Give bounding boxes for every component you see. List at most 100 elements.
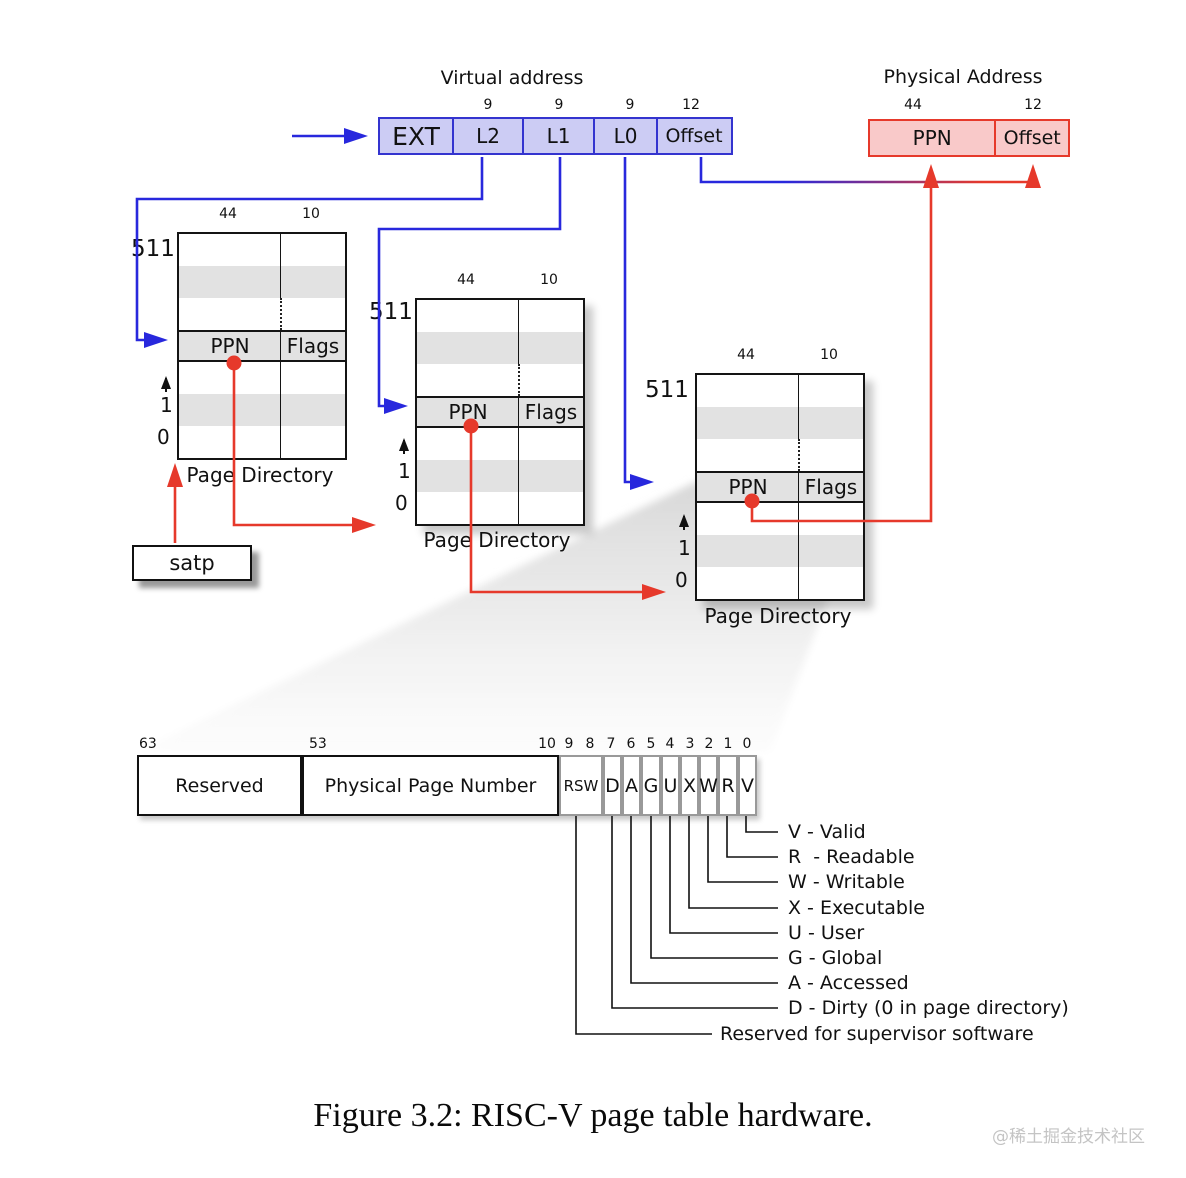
table-row xyxy=(417,428,583,460)
table-row xyxy=(697,567,863,599)
va-segment-l2: L2 xyxy=(452,119,522,153)
bitpos-6: 6 xyxy=(626,736,636,752)
va-segment-l1: L1 xyxy=(522,119,593,153)
table-row xyxy=(697,407,863,439)
legend-global: G - Global xyxy=(788,947,883,969)
table-row xyxy=(697,503,863,535)
table-row xyxy=(417,332,583,364)
bitpos-2: 2 xyxy=(704,736,714,752)
bitpos-53: 53 xyxy=(309,736,327,752)
table1-col2-bits: 10 xyxy=(302,206,320,222)
table1-col1-bits: 44 xyxy=(219,206,237,222)
legend-line-v xyxy=(745,816,778,833)
arrow-offset-to-physical-offset xyxy=(699,157,1041,188)
va-l2-bitwidth: 9 xyxy=(483,97,493,113)
legend-dirty: D - Dirty (0 in page directory) xyxy=(788,997,1069,1019)
legend-rsw: Reserved for supervisor software xyxy=(720,1023,1034,1045)
pte-ppn-cell: PPN xyxy=(210,334,250,358)
va-segment-ext: EXT xyxy=(392,121,440,151)
table1-caption: Page Directory xyxy=(186,463,334,487)
bitpos-8: 8 xyxy=(585,736,595,752)
table-row xyxy=(417,300,583,332)
table2-col1-bits: 44 xyxy=(457,272,475,288)
table-row xyxy=(697,375,863,407)
pte-field-d: D xyxy=(603,755,622,816)
table-row-dotted xyxy=(179,298,345,330)
arrow-l0-to-table3 xyxy=(623,157,654,490)
legend-line-rsw xyxy=(575,816,712,1035)
legend-user: U - User xyxy=(788,922,865,944)
pte-field-a: A xyxy=(622,755,641,816)
satp-register-box: satp xyxy=(132,545,252,581)
legend-line-a xyxy=(630,816,778,984)
va-segment-l0: L0 xyxy=(593,119,656,153)
pte-field-u: U xyxy=(661,755,680,816)
legend-line-x xyxy=(688,816,778,909)
va-l0-bitwidth: 9 xyxy=(625,97,635,113)
table3-index-0: 0 xyxy=(675,568,688,592)
bitpos-5: 5 xyxy=(646,736,656,752)
table-row xyxy=(179,266,345,298)
pa-segment-offset: Offset xyxy=(994,121,1068,155)
pte-field-x: X xyxy=(680,755,699,816)
table2-index-511: 511 xyxy=(369,299,413,325)
bitpos-1: 1 xyxy=(723,736,733,752)
pte-field-reserved: Reserved xyxy=(137,755,302,816)
va-offset-bitwidth: 12 xyxy=(682,97,700,113)
legend-line-w xyxy=(707,816,778,883)
pte-ppn-cell: PPN xyxy=(728,475,768,499)
table1-pte-row: PPN Flags xyxy=(179,330,345,362)
bitpos-4: 4 xyxy=(665,736,675,752)
pte-field-ppn: Physical Page Number xyxy=(302,755,559,816)
table-row xyxy=(417,492,583,524)
table-row-dotted xyxy=(417,364,583,396)
table3-col2-bits: 10 xyxy=(820,347,838,363)
pte-format-bar: Reserved Physical Page Number RSW D A G … xyxy=(137,755,757,816)
legend-executable: X - Executable xyxy=(788,897,925,919)
table-row xyxy=(179,234,345,266)
table-row-dotted xyxy=(697,439,863,471)
table2-caption: Page Directory xyxy=(423,528,571,552)
table3-pte-row: PPN Flags xyxy=(697,471,863,503)
legend-valid: V - Valid xyxy=(788,821,866,843)
watermark: @稀土掘金技术社区 xyxy=(992,1127,1145,1147)
bitpos-3: 3 xyxy=(685,736,695,752)
pte-field-g: G xyxy=(641,755,661,816)
bitpos-0: 0 xyxy=(742,736,752,752)
satp-label: satp xyxy=(169,551,215,575)
figure-caption: Figure 3.2: RISC-V page table hardware. xyxy=(313,1097,873,1134)
legend-line-d xyxy=(611,816,778,1009)
pa-ppn-bitwidth: 44 xyxy=(904,97,922,113)
table3-index-1: 1 xyxy=(678,536,691,560)
pte-field-v: V xyxy=(738,755,757,816)
bitpos-7: 7 xyxy=(606,736,616,752)
page-table-level2: PPN Flags xyxy=(177,232,347,460)
page-table-level1: PPN Flags xyxy=(415,298,585,526)
legend-line-g xyxy=(650,816,778,959)
pte-flags-cell: Flags xyxy=(804,475,858,499)
table1-index-1: 1 xyxy=(160,393,173,417)
pte-flags-cell: Flags xyxy=(524,400,578,424)
virtual-address-box: EXT L2 L1 L0 Offset xyxy=(378,117,733,155)
legend-line-r xyxy=(726,816,778,858)
table3-caption: Page Directory xyxy=(704,604,852,628)
va-segment-offset: Offset xyxy=(656,119,730,153)
pte-field-r: R xyxy=(718,755,738,816)
bitpos-9: 9 xyxy=(564,736,574,752)
legend-readable: R - Readable xyxy=(788,846,915,868)
table1-index-511: 511 xyxy=(131,236,175,262)
table2-index-0: 0 xyxy=(395,491,408,515)
legend-line-u xyxy=(669,816,778,934)
table3-index-511: 511 xyxy=(645,377,689,403)
pa-segment-ppn: PPN xyxy=(912,126,952,150)
page-table-level0: PPN Flags xyxy=(695,373,865,601)
legend-writable: W - Writable xyxy=(788,871,905,893)
bitpos-63: 63 xyxy=(139,736,157,752)
pte-ppn-cell: PPN xyxy=(448,400,488,424)
physical-address-title: Physical Address xyxy=(883,66,1043,88)
table2-col2-bits: 10 xyxy=(540,272,558,288)
pte-field-w: W xyxy=(699,755,718,816)
table-row xyxy=(179,426,345,458)
legend-accessed: A - Accessed xyxy=(788,972,909,994)
table-row xyxy=(179,394,345,426)
